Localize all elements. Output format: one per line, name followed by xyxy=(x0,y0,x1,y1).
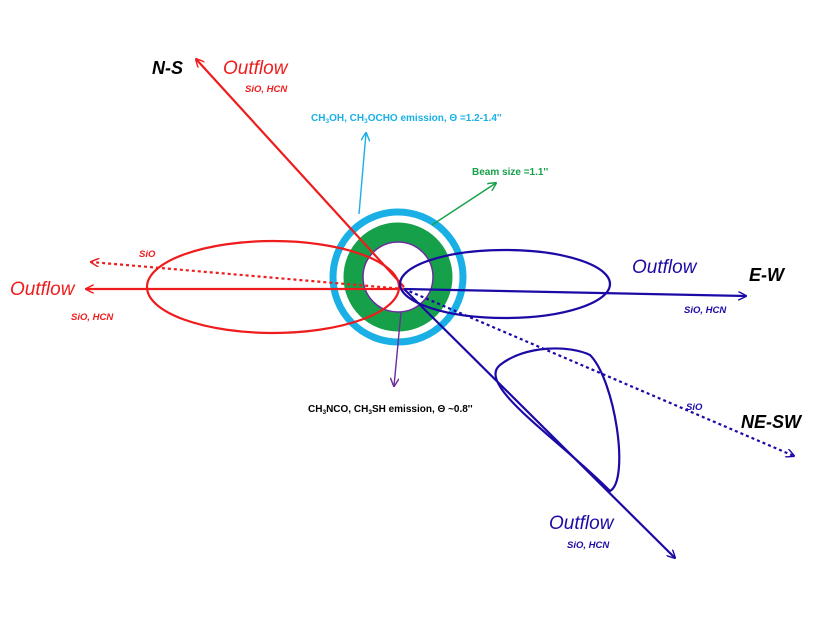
inner-emission-label: CH3NCO, CH3SH emission, Θ ~0.8'' xyxy=(308,404,473,416)
ns-blue-axis-arrow xyxy=(403,288,675,558)
ew-blue-axis-arrow xyxy=(403,287,746,296)
outer-emission-pointer xyxy=(358,133,366,215)
west-outflow-label: Outflow xyxy=(10,279,76,300)
inner-emission-ring xyxy=(362,241,434,313)
west-outflow-tracers: SiO, HCN xyxy=(71,312,114,323)
west-outflow-lobe xyxy=(145,239,401,335)
east-outflow-label: Outflow xyxy=(632,257,698,278)
east-outflow-tracers: SiO, HCN xyxy=(684,305,727,316)
south-outflow-label: Outflow xyxy=(549,513,615,534)
ns-red-axis-arrow xyxy=(196,59,405,288)
ns-axis-label: N-S xyxy=(152,58,183,78)
ns-outflow-tracers: SiO, HCN xyxy=(245,84,288,95)
nesw-axis-label: NE-SW xyxy=(741,412,803,432)
south-outflow-lobe xyxy=(494,347,621,493)
beam-size-pointer xyxy=(431,183,496,226)
beam-size-label: Beam size =1.1'' xyxy=(472,167,548,178)
inner-emission-pointer xyxy=(394,311,402,386)
ns-outflow-label: Outflow xyxy=(223,58,289,79)
nesw-red-tracer: SiO xyxy=(139,249,156,260)
nesw-blue-tracer: SiO xyxy=(686,402,703,413)
nesw-blue-axis-arrow xyxy=(403,287,794,456)
beam-ring xyxy=(343,222,453,332)
south-outflow-tracers: SiO, HCN xyxy=(567,540,610,551)
east-outflow-lobe xyxy=(398,248,612,320)
ew-axis-label: E-W xyxy=(749,265,786,285)
nesw-red-axis-arrow xyxy=(91,262,405,291)
outer-emission-label: CH3OH, CH3OCHO emission, Θ =1.2-1.4'' xyxy=(311,113,502,125)
